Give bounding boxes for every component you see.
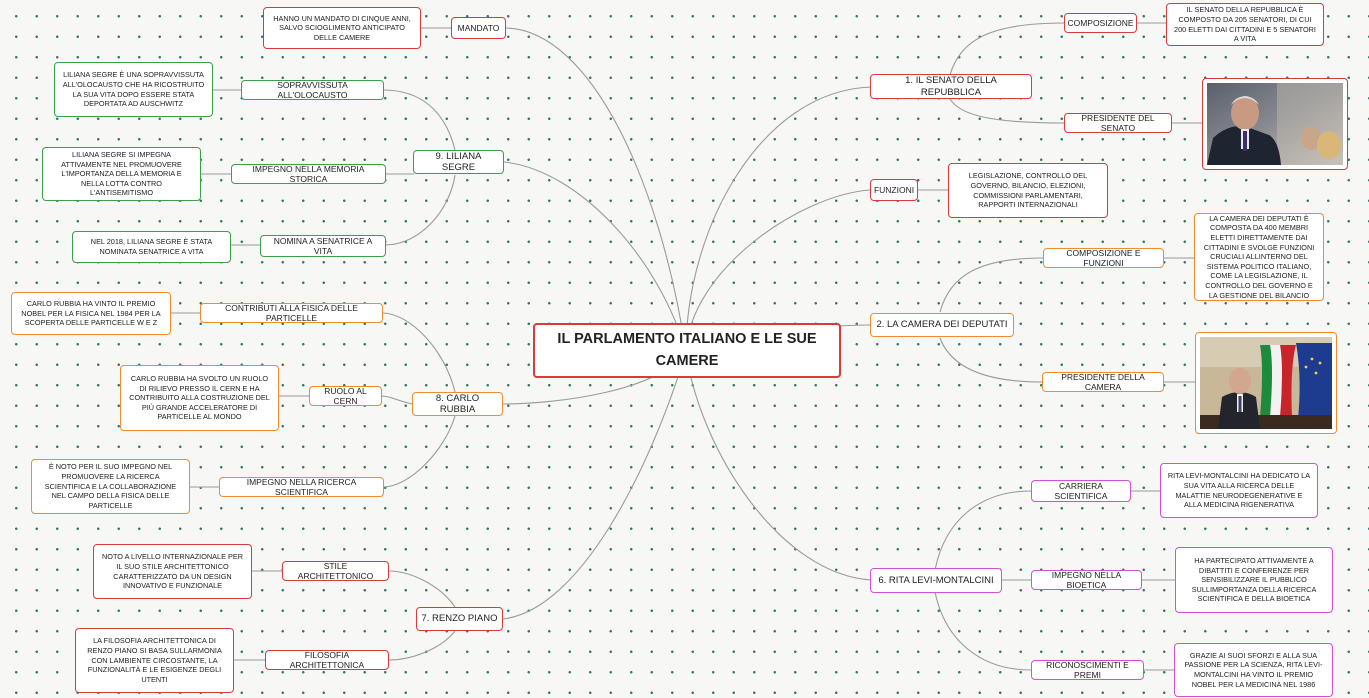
levi-riconoscimenti-note[interactable]: GRAZIE AI SUOI SFORZI E ALLA SUA PASSION… — [1174, 643, 1333, 697]
piano-stile-note[interactable]: NOTO A LIVELLO INTERNAZIONALE PER IL SUO… — [93, 544, 252, 599]
topic-segre[interactable]: 9. LILIANA SEGRE — [413, 150, 504, 174]
rubbia-contributi[interactable]: CONTRIBUTI ALLA FISICA DELLE PARTICELLE — [200, 303, 383, 323]
senato-composizione[interactable]: COMPOSIZIONE — [1064, 13, 1137, 33]
chamber-president-photo — [1195, 332, 1337, 434]
camera-composizione[interactable]: COMPOSIZIONE E FUNZIONI — [1043, 248, 1164, 268]
topic-funzioni[interactable]: FUNZIONI — [870, 179, 918, 201]
rubbia-ruolo[interactable]: RUOLO AL CERN — [309, 386, 382, 406]
topic-camera[interactable]: 2. LA CAMERA DEI DEPUTATI — [870, 313, 1014, 337]
segre-nomina-note[interactable]: NEL 2018, LILIANA SEGRE È STATA NOMINATA… — [72, 231, 231, 263]
topic-levi-montalcini[interactable]: 6. RITA LEVI-MONTALCINI — [870, 568, 1002, 593]
levi-riconoscimenti[interactable]: RICONOSCIMENTI E PREMI — [1031, 660, 1144, 680]
funzioni-note[interactable]: LEGISLAZIONE, CONTROLLO DEL GOVERNO, BIL… — [948, 163, 1108, 218]
levi-carriera-note[interactable]: RITA LEVI-MONTALCINI HA DEDICATO LA SUA … — [1160, 463, 1318, 518]
piano-stile[interactable]: STILE ARCHITETTONICO — [282, 561, 389, 581]
rubbia-contributi-note[interactable]: CARLO RUBBIA HA VINTO IL PREMIO NOBEL PE… — [11, 292, 171, 335]
rubbia-ricerca[interactable]: IMPEGNO NELLA RICERCA SCIENTIFICA — [219, 477, 384, 497]
mandato-note[interactable]: HANNO UN MANDATO DI CINQUE ANNI, SALVO S… — [263, 7, 421, 49]
topic-rubbia[interactable]: 8. CARLO RUBBIA — [412, 392, 503, 416]
segre-sopravvissuta-note[interactable]: LILIANA SEGRE È UNA SOPRAVVISSUTA ALL'OL… — [54, 62, 213, 117]
central-topic[interactable]: IL PARLAMENTO ITALIANO E LE SUE CAMERE — [533, 323, 841, 378]
topic-mandato[interactable]: MANDATO — [451, 17, 506, 39]
camera-presidente[interactable]: PRESIDENTE DELLA CAMERA — [1042, 372, 1164, 392]
segre-nomina[interactable]: NOMINA A SENATRICE A VITA — [260, 235, 386, 257]
rubbia-ruolo-note[interactable]: CARLO RUBBIA HA SVOLTO UN RUOLO DI RILIE… — [120, 365, 279, 431]
levi-bioetica[interactable]: IMPEGNO NELLA BIOETICA — [1031, 570, 1142, 590]
levi-carriera[interactable]: CARRIERA SCIENTIFICA — [1031, 480, 1131, 502]
senato-presidente[interactable]: PRESIDENTE DEL SENATO — [1064, 113, 1172, 133]
senate-president-photo — [1202, 78, 1348, 170]
rubbia-ricerca-note[interactable]: È NOTO PER IL SUO IMPEGNO NEL PROMUOVERE… — [31, 459, 190, 514]
segre-memoria[interactable]: IMPEGNO NELLA MEMORIA STORICA — [231, 164, 386, 184]
camera-composizione-note[interactable]: LA CAMERA DEI DEPUTATI È COMPOSTA DA 400… — [1194, 213, 1324, 301]
topic-piano[interactable]: 7. RENZO PIANO — [416, 607, 503, 631]
piano-filosofia-note[interactable]: LA FILOSOFIA ARCHITETTONICA DI RENZO PIA… — [75, 628, 234, 693]
topic-senato[interactable]: 1. IL SENATO DELLA REPUBBLICA — [870, 74, 1032, 99]
segre-memoria-note[interactable]: LILIANA SEGRE SI IMPEGNA ATTIVAMENTE NEL… — [42, 147, 201, 201]
piano-filosofia[interactable]: FILOSOFIA ARCHITETTONICA — [265, 650, 389, 670]
segre-sopravvissuta[interactable]: SOPRAVVISSUTA ALL'OLOCAUSTO — [241, 80, 384, 100]
senato-composizione-note[interactable]: IL SENATO DELLA REPUBBLICA È COMPOSTO DA… — [1166, 3, 1324, 46]
levi-bioetica-note[interactable]: HA PARTECIPATO ATTIVAMENTE A DIBATTITI E… — [1175, 547, 1333, 613]
